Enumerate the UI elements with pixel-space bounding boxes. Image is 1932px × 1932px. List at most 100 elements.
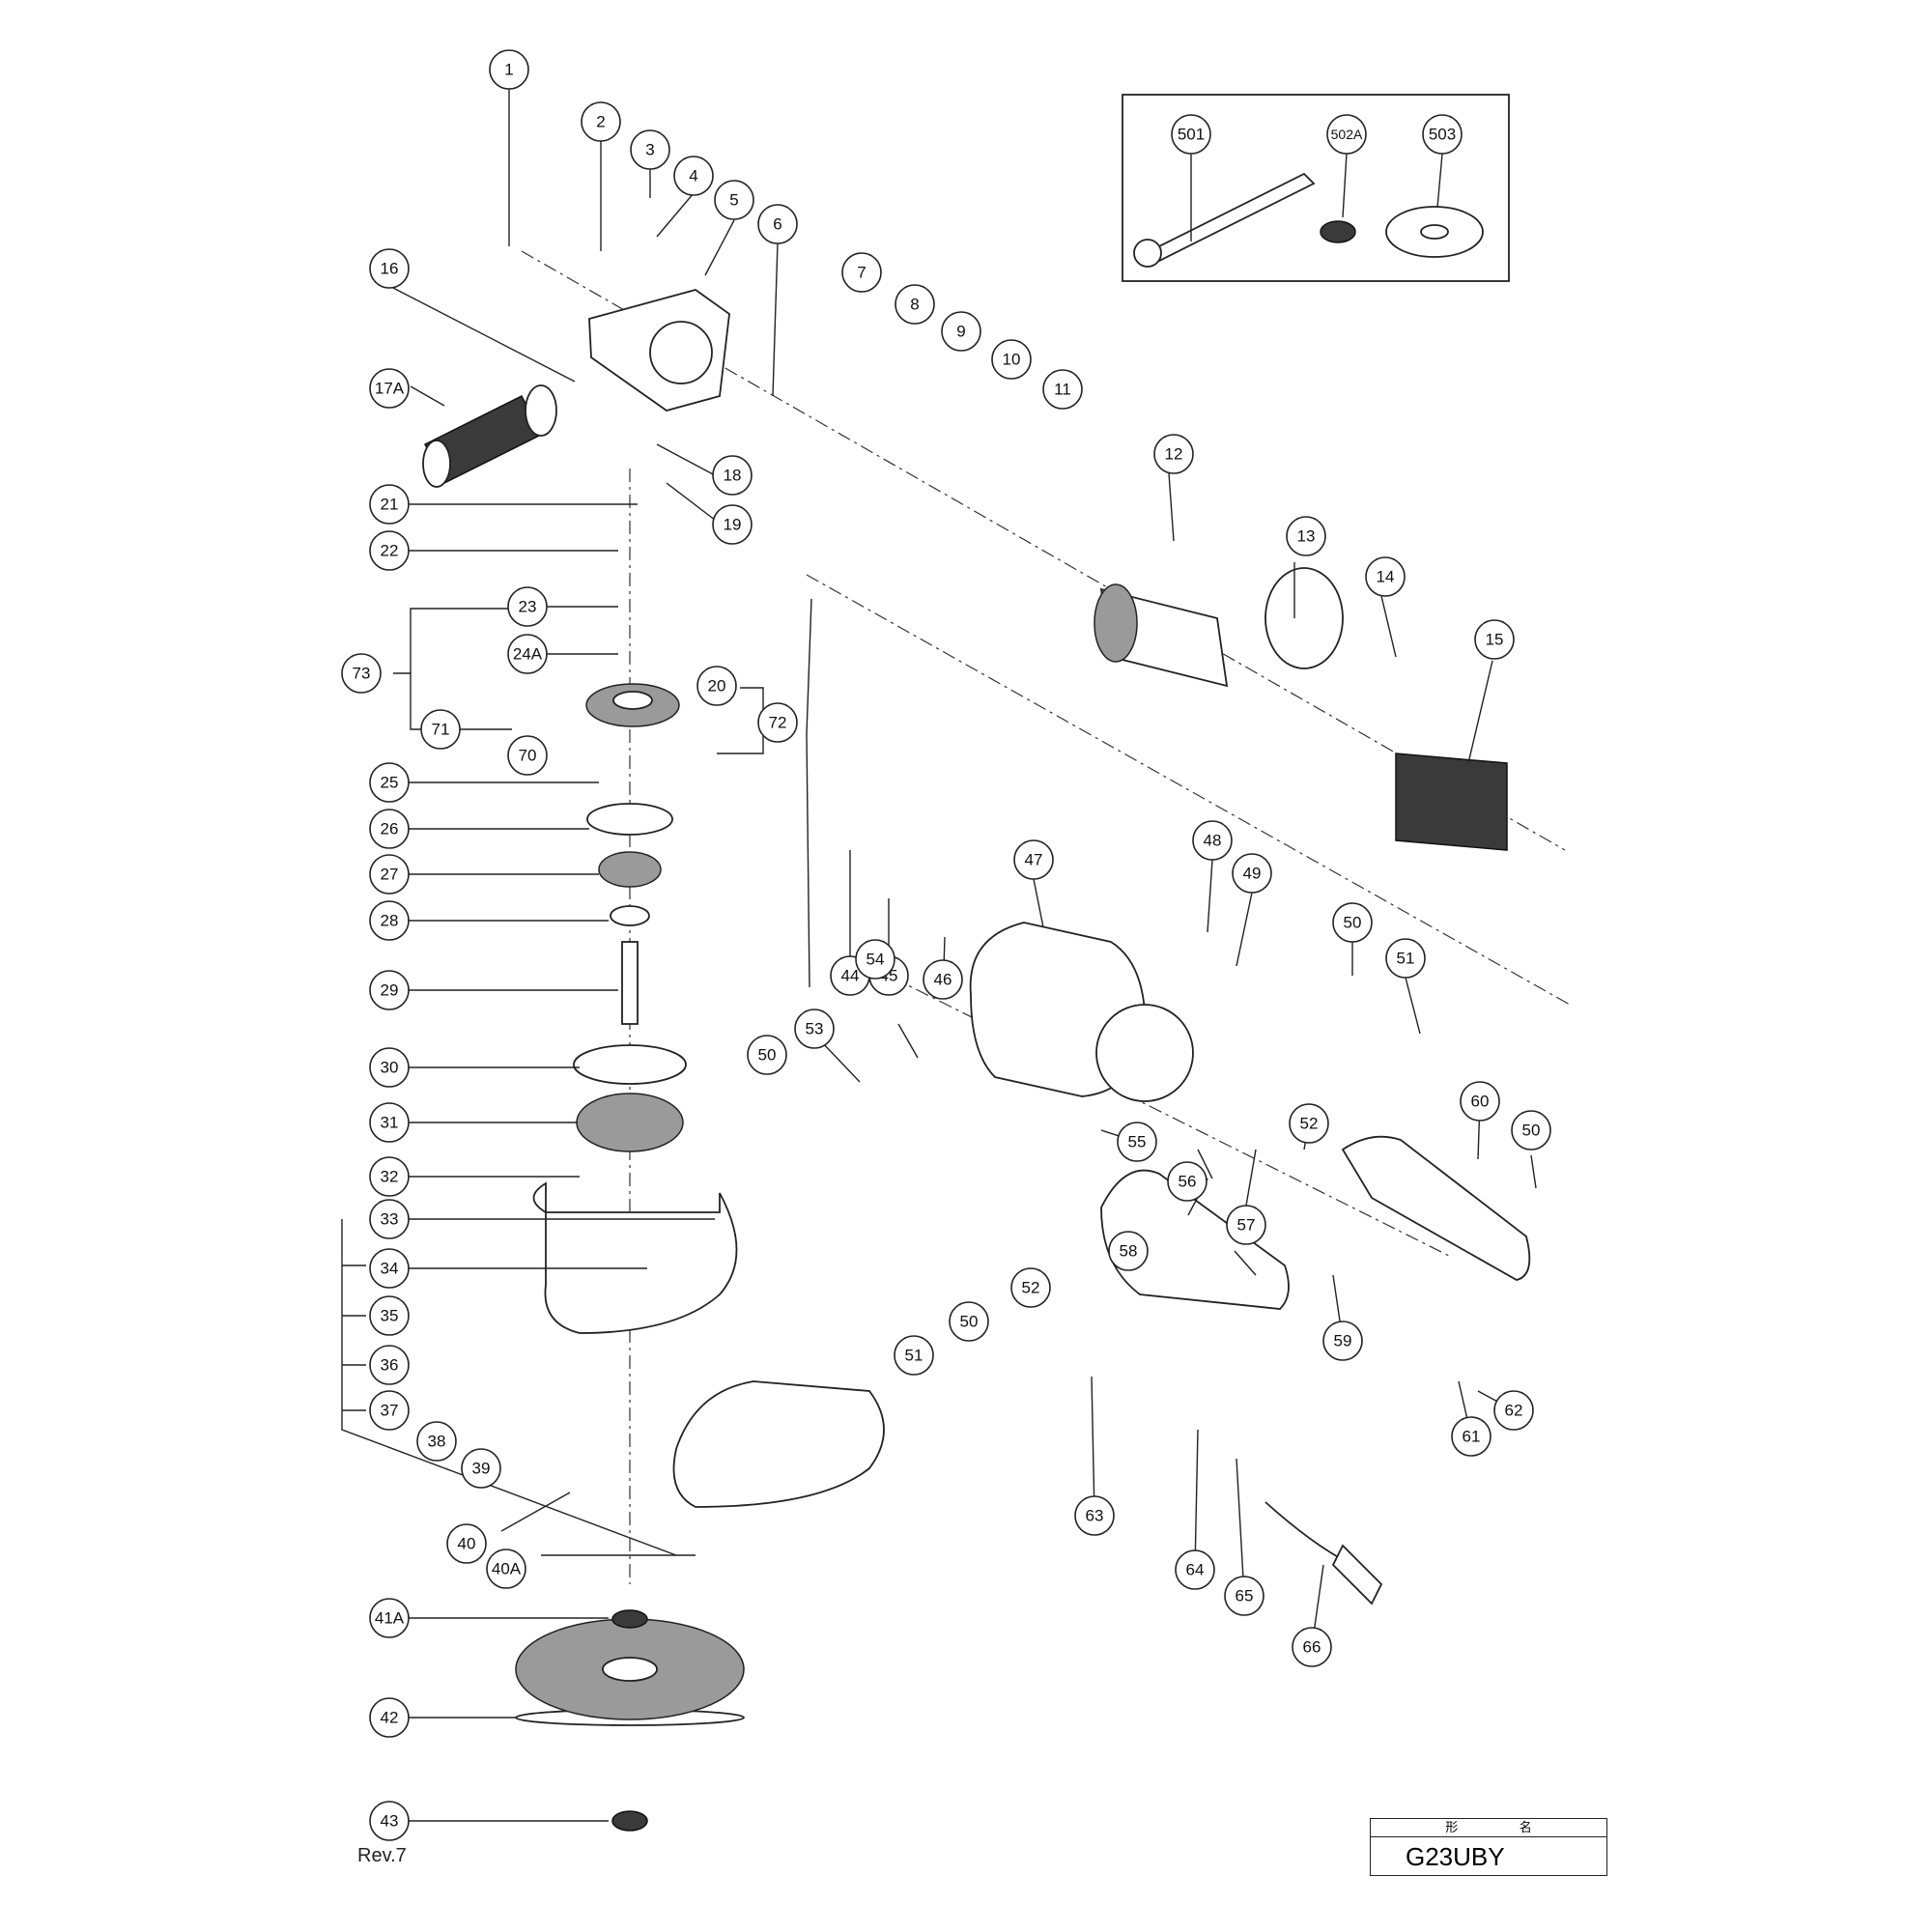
revision-label: Rev.7	[357, 1845, 407, 1866]
callout-label: 41A	[375, 1609, 405, 1628]
callout: 52	[1289, 1103, 1329, 1144]
callout-label: 34	[381, 1260, 399, 1278]
callout-label: 26	[381, 820, 399, 838]
callout: 53	[794, 1009, 835, 1049]
callout: 40A	[486, 1548, 526, 1589]
callout: 26	[369, 809, 410, 849]
callout-label: 48	[1204, 832, 1222, 850]
callout-label: 56	[1179, 1173, 1197, 1191]
callout: 6	[757, 204, 798, 244]
callout-label: 16	[381, 260, 399, 278]
callout-label: 39	[472, 1460, 491, 1478]
callout: 20	[696, 666, 737, 706]
wrench	[1133, 172, 1316, 268]
callout-label: 36	[381, 1356, 399, 1375]
callout: 40	[446, 1523, 487, 1564]
callout: 501	[1171, 114, 1211, 155]
callout-label: 44	[841, 967, 860, 985]
callout-label: 40A	[492, 1560, 522, 1578]
callout: 71	[420, 709, 461, 750]
callout-balloons: 1 2 3 4 5 6 7 8 9 10 11 12 13 14 15 16 1…	[341, 49, 1551, 1841]
callout-label: 13	[1297, 527, 1316, 546]
callout: 33	[369, 1199, 410, 1239]
callout-label: 71	[432, 721, 450, 739]
callout: 39	[461, 1448, 501, 1489]
callout-label: 40	[458, 1535, 476, 1553]
callout-label: 7	[857, 264, 866, 282]
callout: 56	[1167, 1161, 1208, 1202]
callout-label: 46	[934, 971, 952, 989]
callout: 502A	[1326, 114, 1367, 155]
callout: 9	[941, 311, 981, 352]
callout: 37	[369, 1390, 410, 1431]
callout-label: 42	[381, 1709, 399, 1727]
callout: 10	[991, 339, 1032, 380]
callout-label: 30	[381, 1059, 399, 1077]
callout-label: 3	[645, 141, 654, 159]
callout: 23	[507, 586, 548, 627]
callout: 12	[1153, 434, 1194, 474]
callout-label: 15	[1486, 631, 1504, 649]
callout: 73	[341, 653, 382, 694]
callout-label: 51	[1397, 950, 1415, 968]
callout-label: 11	[1054, 381, 1071, 399]
callout: 47	[1013, 839, 1054, 880]
callout: 4	[673, 156, 714, 196]
callout: 57	[1226, 1205, 1266, 1245]
callout: 46	[923, 959, 963, 1000]
callout: 11	[1042, 369, 1083, 410]
callout-label: 501	[1178, 126, 1205, 144]
callout-label: 47	[1025, 851, 1043, 869]
callout: 1	[489, 49, 529, 90]
callout-label: 50	[1522, 1122, 1541, 1140]
callout-label: 50	[758, 1046, 777, 1065]
callout-label: 22	[381, 542, 399, 560]
callout-label: 31	[381, 1114, 399, 1132]
callout: 50	[747, 1035, 787, 1075]
callout-label: 50	[960, 1313, 979, 1331]
callout-label: 20	[708, 677, 726, 696]
callout: 62	[1493, 1390, 1534, 1431]
callout: 7	[841, 252, 882, 293]
callout: 63	[1074, 1495, 1115, 1536]
callout: 36	[369, 1345, 410, 1385]
callout: 50	[949, 1301, 989, 1342]
callout: 31	[369, 1102, 410, 1143]
callout-label: 50	[1344, 914, 1362, 932]
callout-label: 1	[504, 61, 513, 79]
callout-label: 28	[381, 912, 399, 930]
callout-label: 55	[1128, 1133, 1147, 1151]
callout: 61	[1451, 1416, 1492, 1457]
callout-label: 33	[381, 1210, 399, 1229]
callout: 42	[369, 1697, 410, 1738]
callout: 54	[855, 939, 895, 980]
power-cord	[1264, 1501, 1383, 1605]
callout-label: 72	[769, 714, 787, 732]
callout: 30	[369, 1047, 410, 1088]
callout: 14	[1365, 556, 1406, 597]
callout: 8	[895, 284, 935, 325]
callout: 3	[630, 129, 670, 170]
callout: 51	[894, 1335, 934, 1376]
callout: 35	[369, 1295, 410, 1336]
callout-label: 8	[910, 296, 919, 314]
callout-label: 17A	[375, 380, 405, 398]
callout-label: 18	[724, 467, 742, 485]
callout-label: 35	[381, 1307, 399, 1325]
callout-label: 70	[519, 747, 537, 765]
callout: 21	[369, 484, 410, 525]
callout-label: 2	[596, 113, 605, 131]
callout: 24A	[507, 634, 548, 674]
callout: 72	[757, 702, 798, 743]
callout: 58	[1108, 1231, 1149, 1271]
callout: 22	[369, 530, 410, 571]
wheel-guard	[532, 1181, 885, 1508]
motor-housing	[969, 922, 1194, 1102]
callout: 5	[714, 180, 754, 220]
callout-label: 61	[1463, 1428, 1481, 1446]
bearing-cover	[573, 1044, 687, 1152]
callout: 70	[507, 735, 548, 776]
handle-cover	[1341, 1135, 1531, 1281]
callout: 50	[1332, 902, 1373, 943]
